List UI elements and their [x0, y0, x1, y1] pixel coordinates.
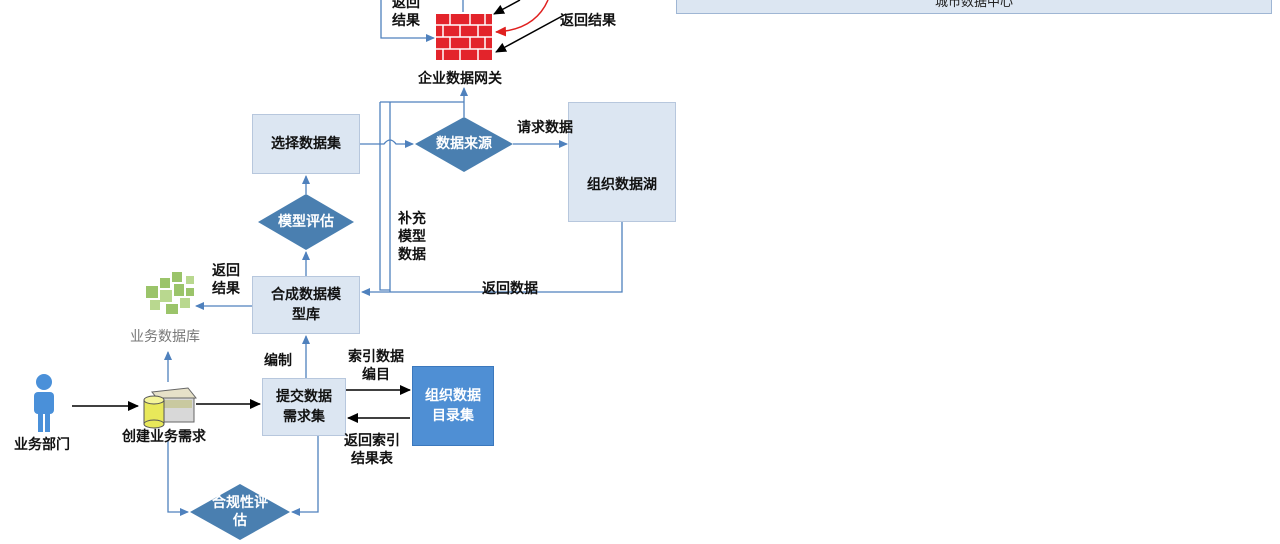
compile-label: 编制: [264, 353, 292, 369]
return-result-mid-label: 返回 结果: [212, 262, 240, 298]
supplement-line1: 补充: [398, 211, 426, 227]
person-icon: [34, 374, 54, 432]
org-data-lake-box: 组织数据湖: [568, 102, 676, 222]
model-evaluation-label: 模型评估: [278, 214, 334, 230]
select-dataset-box: 选择数据集: [252, 114, 360, 174]
business-db-label: 业务数据库: [130, 329, 200, 345]
supplement-line2: 模型: [398, 229, 426, 245]
return-result-top-left-line2: 结果: [392, 13, 420, 29]
document-database-icon: [143, 387, 197, 429]
submit-requirement-line2: 需求集: [283, 409, 325, 425]
return-result-top-right-label: 返回结果: [560, 13, 616, 29]
synthetic-model-lib-box: 合成数据模 型库: [252, 276, 360, 334]
compliance-line1: 合规性评: [212, 495, 268, 511]
city-data-center-banner: 城市数据中心: [676, 0, 1272, 14]
synthetic-model-lib-line2: 型库: [292, 307, 320, 323]
arrow-red-curve: [495, 0, 549, 37]
org-catalog-line1: 组织数据: [425, 388, 481, 404]
connector-create-to-compliance: [167, 440, 189, 516]
supplement-model-data-label: 补充 模型 数据: [398, 210, 426, 264]
return-index-table-label: 返回索引 结果表: [344, 432, 400, 468]
return-result-mid-line1: 返回: [212, 263, 240, 279]
model-evaluation-diamond: [258, 194, 354, 250]
org-data-lake-label: 组织数据湖: [587, 177, 657, 193]
index-catalog-line1: 索引数据: [348, 349, 404, 365]
return-data-label: 返回数据: [482, 281, 538, 297]
puzzle-database-icon: [146, 272, 194, 314]
synthetic-model-lib-line1: 合成数据模: [271, 287, 341, 303]
compliance-evaluation-diamond: [190, 484, 290, 540]
business-dept-label: 业务部门: [14, 437, 70, 453]
connector-lake-return: [361, 222, 623, 296]
return-index-line1: 返回索引: [344, 433, 400, 449]
connector-top-left-return: [380, 0, 464, 42]
connector-select-to-source: [360, 139, 414, 148]
connector-submit-to-compliance: [291, 436, 319, 516]
select-dataset-label: 选择数据集: [271, 136, 341, 152]
org-catalog-set-box: 组织数据 目录集: [412, 366, 494, 446]
gateway-label: 企业数据网关: [418, 71, 502, 87]
submit-requirement-set-box: 提交数据 需求集: [262, 378, 346, 436]
create-requirement-label: 创建业务需求: [122, 429, 206, 445]
return-result-mid-line2: 结果: [212, 281, 240, 297]
request-data-label: 请求数据: [517, 120, 573, 136]
compliance-line2: 估: [233, 513, 247, 529]
org-catalog-line2: 目录集: [432, 408, 474, 424]
compliance-evaluation-label: 合规性评 估: [200, 494, 280, 530]
return-result-top-left-label: 返回 结果: [392, 0, 420, 30]
connector-supplement-data: [379, 102, 390, 291]
data-source-label: 数据来源: [436, 136, 492, 152]
return-result-top-left-line1: 返回: [392, 0, 420, 11]
firewall-icon: [436, 14, 492, 60]
arrow-black-return: [495, 13, 567, 53]
data-source-diamond: [415, 117, 513, 172]
supplement-line3: 数据: [398, 247, 426, 263]
index-catalog-line2: 编目: [362, 367, 390, 383]
index-catalog-label: 索引数据 编目: [348, 348, 404, 384]
submit-requirement-line1: 提交数据: [276, 389, 332, 405]
arrow-black-top: [493, 0, 521, 15]
return-index-line2: 结果表: [351, 451, 393, 467]
